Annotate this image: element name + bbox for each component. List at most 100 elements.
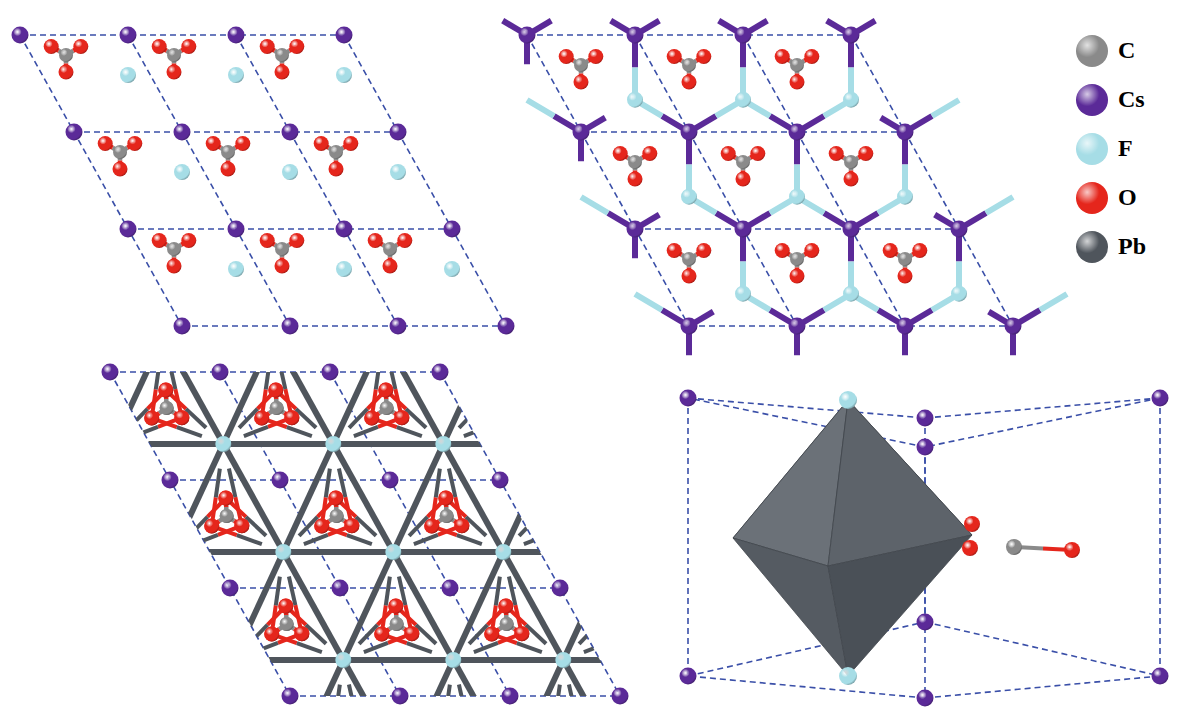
fluorine-atom (105, 436, 121, 452)
cesium-atom (951, 221, 968, 238)
fluorine-atom (445, 652, 461, 668)
oxygen-atom (484, 627, 499, 642)
cesium-atom (843, 221, 860, 238)
pb-o-bond (565, 497, 571, 526)
fluorine-atom (735, 92, 751, 108)
oxygen-atom (344, 518, 359, 533)
oxygen-atom (424, 519, 439, 534)
oxygen-atom (964, 516, 980, 532)
oxygen-atom (454, 518, 469, 533)
carbon-atom (1006, 539, 1022, 555)
oxygen-atom (289, 39, 304, 54)
cesium-atom (573, 124, 590, 141)
carbon-atom (270, 401, 284, 415)
pb-o-bond (187, 643, 212, 652)
oxygen-atom (338, 707, 353, 713)
pb-f-stick (233, 657, 343, 663)
fluorine-atom (174, 164, 190, 180)
oxygen-atom (64, 410, 79, 425)
pb-o-bond (59, 360, 65, 389)
carbon-atom (0, 293, 4, 307)
fluorine-atom (897, 189, 913, 205)
pb-o-bond (329, 252, 335, 281)
oxygen-atom (338, 707, 353, 713)
c-o-bond (114, 305, 122, 310)
oxygen-atom (98, 275, 113, 290)
cell-edge (527, 35, 689, 326)
oxygen-atom (534, 519, 549, 534)
pb-o-bond (312, 281, 316, 310)
oxygen-atom (124, 518, 139, 533)
pb-f-stick (563, 657, 673, 663)
oxygen-atom (314, 136, 329, 151)
pb-o-bond (98, 310, 122, 319)
cesium-atom (552, 580, 569, 597)
pb-o-bond (254, 643, 278, 652)
pb-o-bond (219, 252, 225, 281)
pb-o-bond (179, 301, 197, 320)
c-o-bond (92, 305, 99, 310)
pb-o-bond (162, 634, 187, 643)
oxygen-atom (548, 491, 563, 506)
oxygen-atom (548, 491, 563, 506)
pb-o-bond (666, 685, 670, 713)
carbon-atom (110, 509, 124, 523)
pb-o-bond (459, 684, 465, 713)
unit-cell-edge (688, 622, 925, 676)
fluorine-atom (627, 92, 643, 108)
oxygen-atom (558, 707, 573, 713)
oxygen-atom (168, 599, 183, 614)
pb-o-bond (179, 576, 185, 605)
pb-o-bond (619, 576, 625, 605)
pb-o-bond (19, 409, 37, 428)
c-o-bond (602, 629, 609, 634)
oxygen-atom (642, 146, 657, 161)
carbon-atom (682, 252, 696, 266)
pb-o-bond (318, 310, 342, 319)
oxygen-atom (167, 65, 182, 80)
oxygen-atom (108, 491, 123, 506)
carbon-atom (500, 617, 514, 631)
c-o-bond (42, 413, 49, 418)
pb-o-bond (474, 643, 498, 652)
oxygen-atom (181, 39, 196, 54)
pb-o-bond (349, 684, 355, 713)
cesium-atom (102, 364, 119, 381)
oxygen-atom (898, 269, 913, 284)
pb-o-bond (134, 427, 158, 436)
carbon-atom (550, 509, 564, 523)
cesium-atom (282, 688, 299, 705)
oxygen-atom (696, 49, 711, 64)
pb-o-bond (177, 427, 202, 436)
c-o-bond (124, 521, 132, 526)
pb-o-bond (0, 310, 7, 319)
pb-o-bond (76, 409, 96, 428)
oxygen-atom (184, 626, 199, 641)
oxygen-atom (667, 243, 682, 258)
oxygen-atom (98, 136, 113, 151)
c-o-bond (57, 408, 65, 413)
c-o-bond (617, 624, 625, 629)
cesium-atom (432, 364, 449, 381)
cesium-atom (392, 688, 409, 705)
oxygen-atom (474, 411, 489, 426)
oxygen-atom (404, 626, 419, 641)
pb-o-bond (157, 606, 175, 625)
legend-label: C (1118, 37, 1135, 64)
oxygen-atom (113, 162, 128, 177)
pb-o-bond (436, 469, 440, 498)
cesium-atom (228, 27, 245, 44)
oxygen-atom (275, 259, 290, 274)
pb-o-bond (446, 685, 450, 713)
cesium-atom (519, 27, 536, 44)
oxygen-atom (34, 411, 49, 426)
oxygen-atom (275, 65, 290, 80)
pb-o-bond (206, 253, 210, 282)
pb-o-bond (636, 625, 656, 644)
carbon-atom (610, 617, 624, 631)
oxygen-atom (284, 410, 299, 425)
oxygen-atom (184, 626, 199, 641)
oxygen-atom (504, 410, 519, 425)
legend-swatch (1076, 231, 1108, 263)
pb-o-bond (482, 418, 507, 427)
